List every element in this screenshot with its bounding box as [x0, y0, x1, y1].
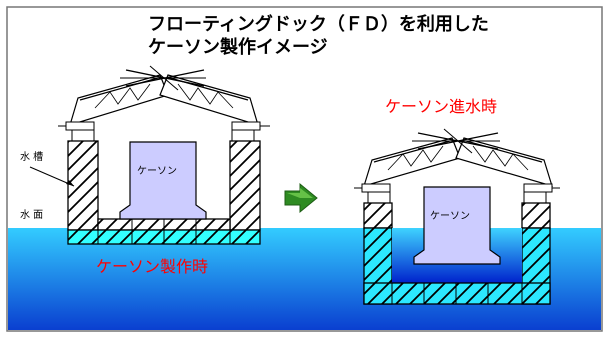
tank-leader-line	[29, 166, 75, 187]
left-caisson-label: ケーソン	[137, 165, 177, 177]
rd-crane-base-c	[523, 183, 553, 193]
rd-dock-floor	[363, 282, 551, 305]
left-crane	[69, 65, 259, 126]
right-caption: ケーソン進水時	[385, 97, 497, 116]
left-crane-base-a	[65, 121, 95, 131]
label-water-tank: 水 槽	[20, 150, 43, 163]
right-arrow-icon	[284, 182, 318, 214]
rd-wall-left-upper	[363, 202, 393, 229]
right-dock-scene: ケーソン進水時	[354, 97, 560, 305]
left-crane-base-b	[71, 129, 95, 142]
left-dock-scene: ケーソン 水 槽 水 面 ケーソン製作時	[20, 65, 270, 276]
tank-leader-arrow	[66, 180, 74, 186]
right-crane	[363, 128, 553, 187]
right-crane-base-b	[231, 129, 255, 142]
right-caisson-label: ケーソン	[430, 210, 470, 222]
left-caption: ケーソン製作時	[96, 257, 208, 276]
right-crane-base-a	[231, 121, 261, 131]
rd-crane-base-b	[367, 191, 391, 204]
title-line-1: フローティングドック（ＦＤ）を利用した	[148, 13, 489, 35]
rd-wall-right-upper	[521, 202, 551, 229]
label-water-surface: 水 面	[20, 209, 43, 221]
right-caisson	[413, 186, 501, 265]
rd-crane-base-a	[361, 183, 391, 193]
left-caisson	[119, 141, 207, 220]
rd-crane-base-d	[523, 191, 547, 204]
title-line-2: ケーソン製作イメージ	[148, 36, 328, 58]
left-dock-wall-right	[229, 140, 261, 231]
